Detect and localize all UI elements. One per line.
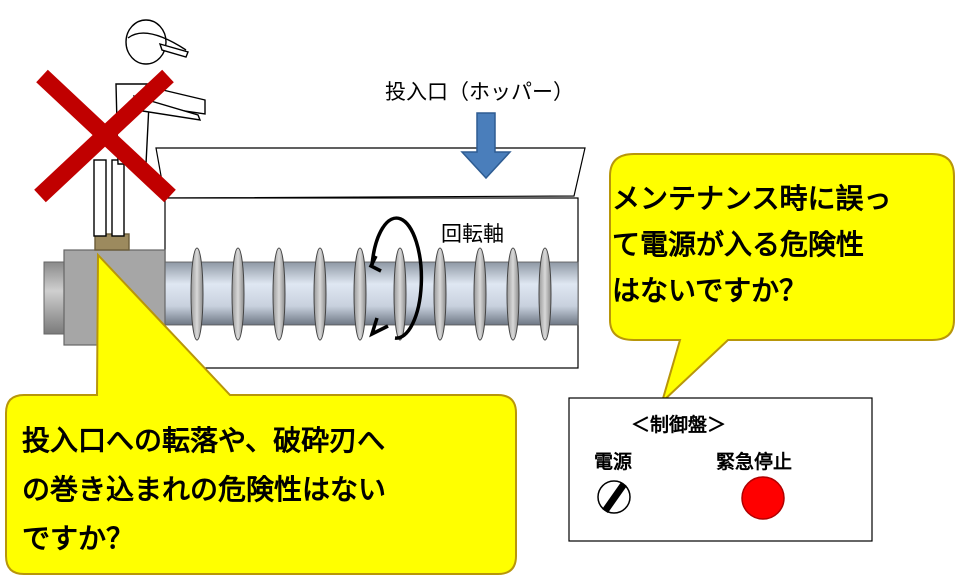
maintenance-warning-line: メンテナンス時に誤っ (612, 182, 892, 215)
hopper-arrow-icon (460, 112, 512, 180)
side-shaft (43, 261, 67, 335)
prohibited-cross-icon (34, 69, 176, 203)
maintenance-warning-line: て電源が入る危険性 (612, 228, 865, 261)
power-switch-icon (597, 480, 631, 514)
fall-warning-line: 投入口への転落や、破砕刃へ (22, 424, 386, 457)
crusher-blades (190, 247, 552, 341)
control-panel-title: ＜制御盤＞ (631, 414, 727, 436)
fall-callout-bubble (5, 252, 517, 575)
emergency-stop-label: 緊急停止 (716, 451, 793, 473)
hopper-label: 投入口（ホッパー） (385, 80, 574, 104)
fall-warning-text: 投入口への転落や、破砕刃へ の巻き込まれの危険性はない ですか？ (22, 416, 386, 563)
maintenance-callout-bubble (609, 153, 955, 406)
maintenance-warning-text: メンテナンス時に誤っ て電源が入る危険性 はないですか？ (612, 176, 891, 314)
hopper-chute (155, 147, 586, 199)
maintenance-warning-line: はないですか？ (612, 274, 808, 307)
rotation-arrow-icon (368, 216, 424, 340)
rotating-shaft-label: 回転軸 (441, 222, 504, 246)
fall-warning-line: の巻き込まれの危険性はない (22, 473, 387, 506)
control-panel (568, 397, 873, 542)
emergency-stop-button-icon (741, 476, 785, 520)
power-label: 電源 (594, 451, 633, 473)
fall-warning-line: ですか？ (22, 522, 135, 555)
